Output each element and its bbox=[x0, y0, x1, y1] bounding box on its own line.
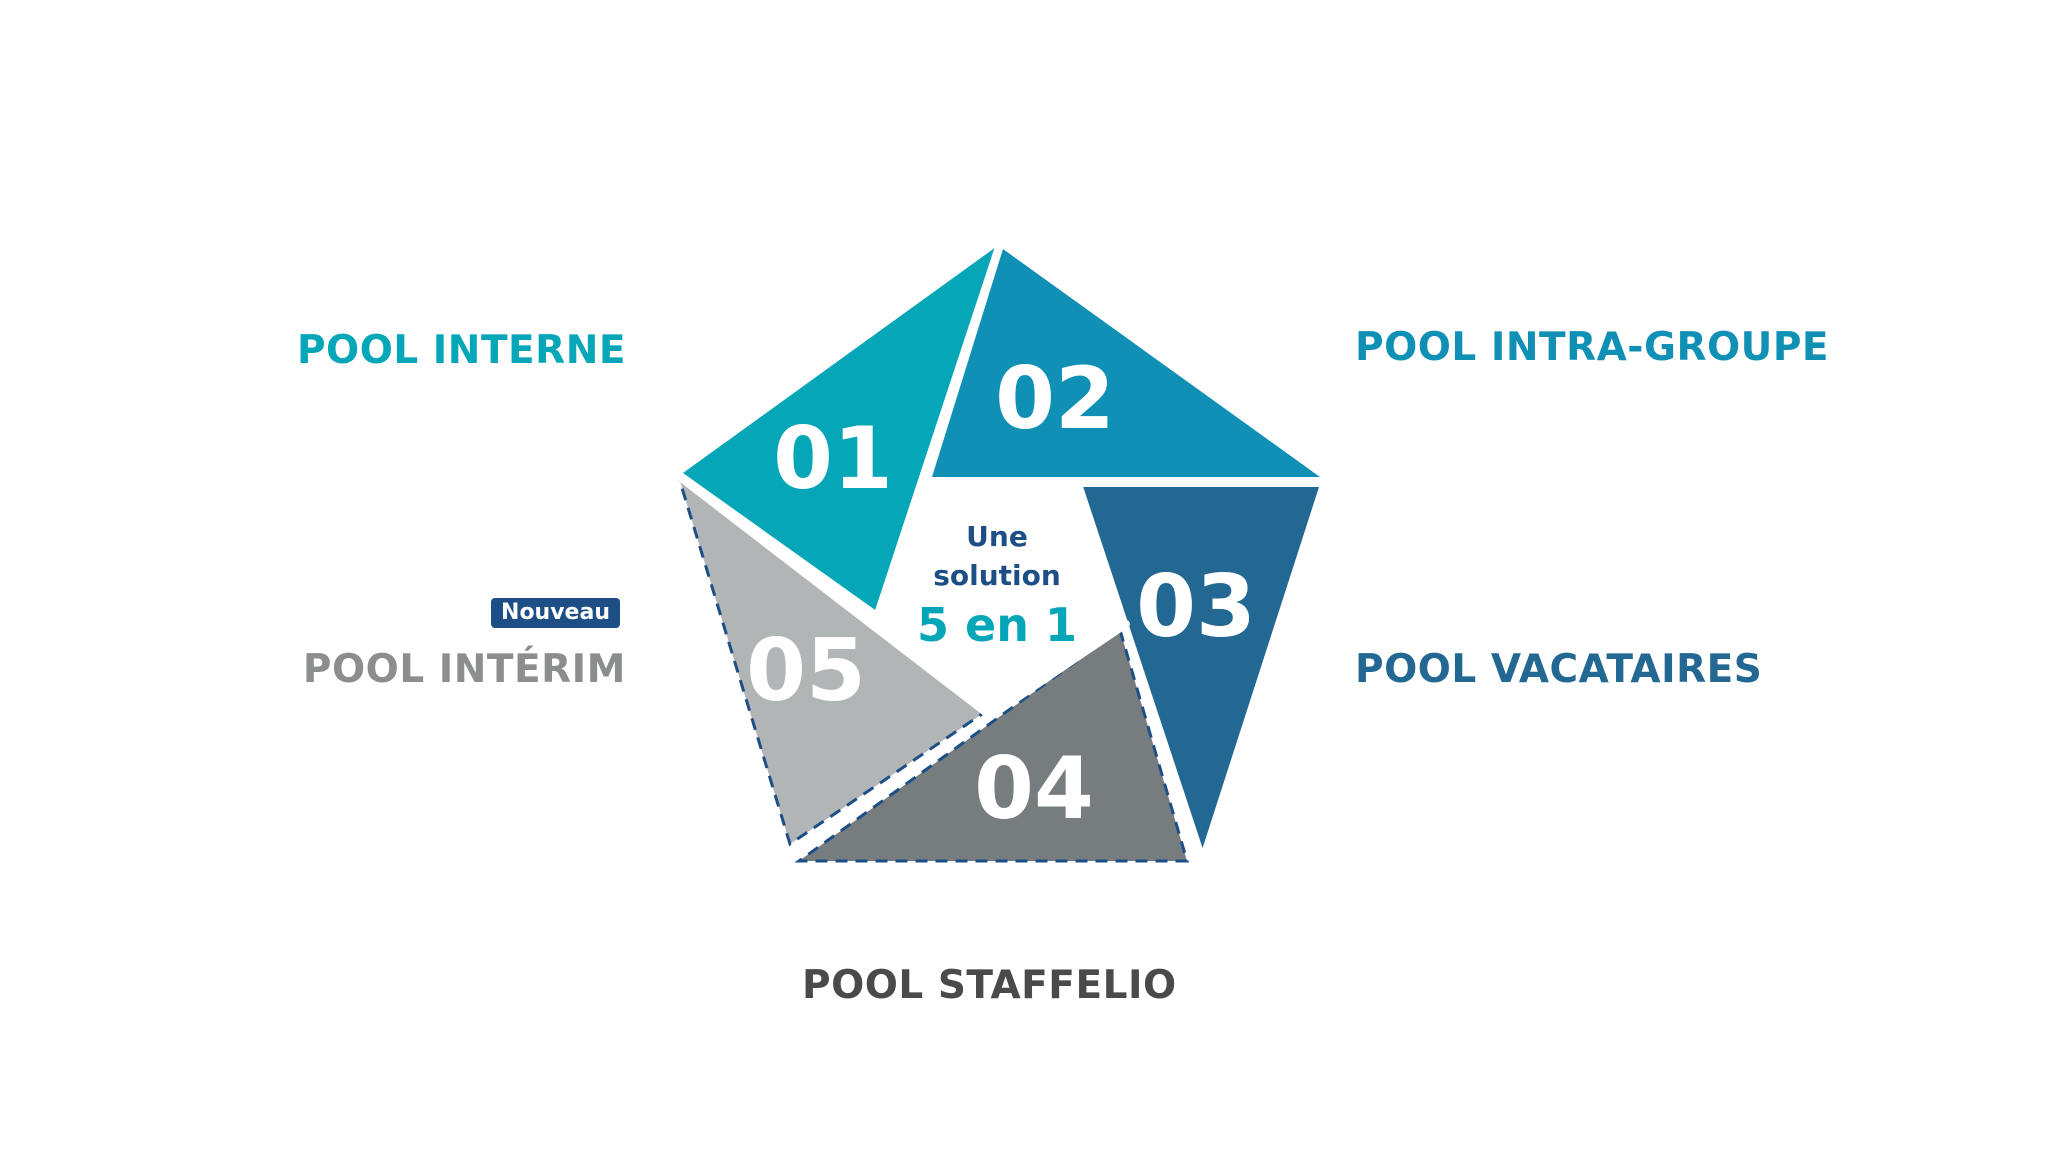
segment-04 bbox=[799, 630, 1187, 861]
center-text-line2: solution bbox=[933, 559, 1061, 592]
segment-05 bbox=[679, 478, 985, 844]
segment-03 bbox=[1080, 487, 1319, 856]
segment-04-dashed-outline bbox=[794, 627, 1189, 863]
pool-label-vacataires: POOL VACATAIRES bbox=[1355, 647, 1763, 692]
segment-number-03: 03 bbox=[1136, 557, 1256, 657]
center-text-line1: Une bbox=[966, 520, 1028, 553]
segment-number-04: 04 bbox=[974, 739, 1094, 839]
pool-label-staffelio: POOL STAFFELIO bbox=[802, 963, 1177, 1008]
pool-label-intra-groupe: POOL INTRA-GROUPE bbox=[1355, 325, 1830, 370]
segment-number-02: 02 bbox=[995, 349, 1115, 449]
segment-separators bbox=[672, 240, 1328, 866]
new-badge: Nouveau bbox=[491, 598, 620, 628]
segment-number-01: 01 bbox=[773, 409, 893, 509]
pool-label-interim: POOL INTÉRIM bbox=[302, 647, 626, 692]
segment-05-dashed-outline bbox=[676, 473, 988, 847]
segment-01 bbox=[683, 247, 996, 612]
segment-02 bbox=[932, 249, 1320, 477]
center-text-line3: 5 en 1 bbox=[917, 598, 1077, 652]
segment-number-05: 05 bbox=[746, 621, 866, 721]
pool-label-interne: POOL INTERNE bbox=[296, 328, 626, 373]
